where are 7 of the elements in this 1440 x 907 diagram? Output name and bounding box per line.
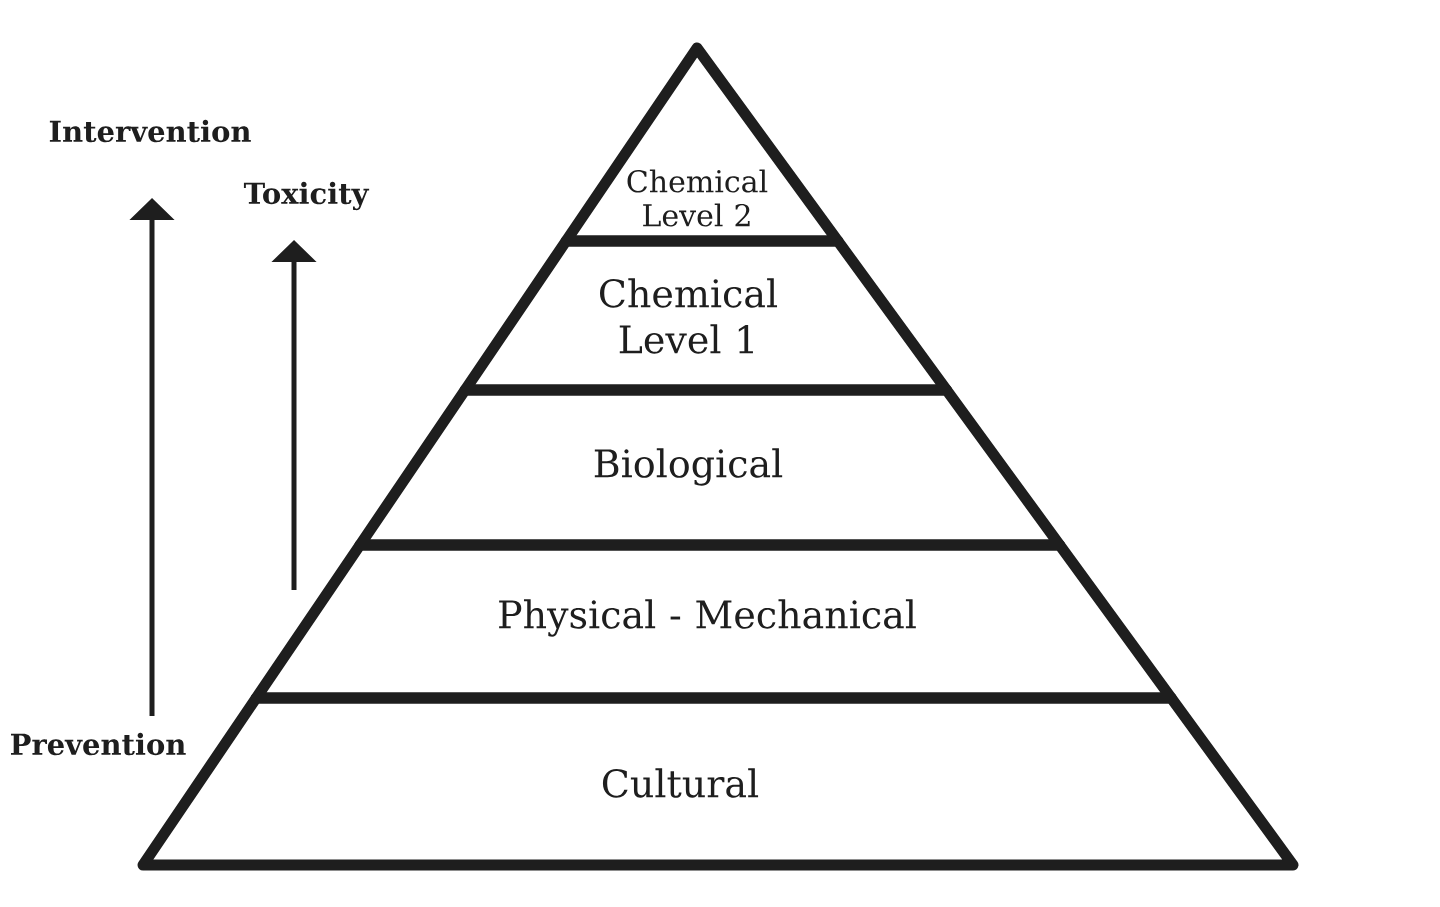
pyramid-level: Chemical Level 2 bbox=[560, 42, 844, 247]
pyramid-level: Biological bbox=[354, 384, 1066, 551]
pyramid-level: Physical - Mechanical bbox=[250, 539, 1177, 704]
axis-label: Toxicity bbox=[243, 181, 370, 211]
axis-label: Prevention bbox=[11, 732, 186, 756]
axis-label: Intervention bbox=[49, 119, 251, 143]
pyramid-level: Chemical Level 1 bbox=[459, 235, 952, 396]
